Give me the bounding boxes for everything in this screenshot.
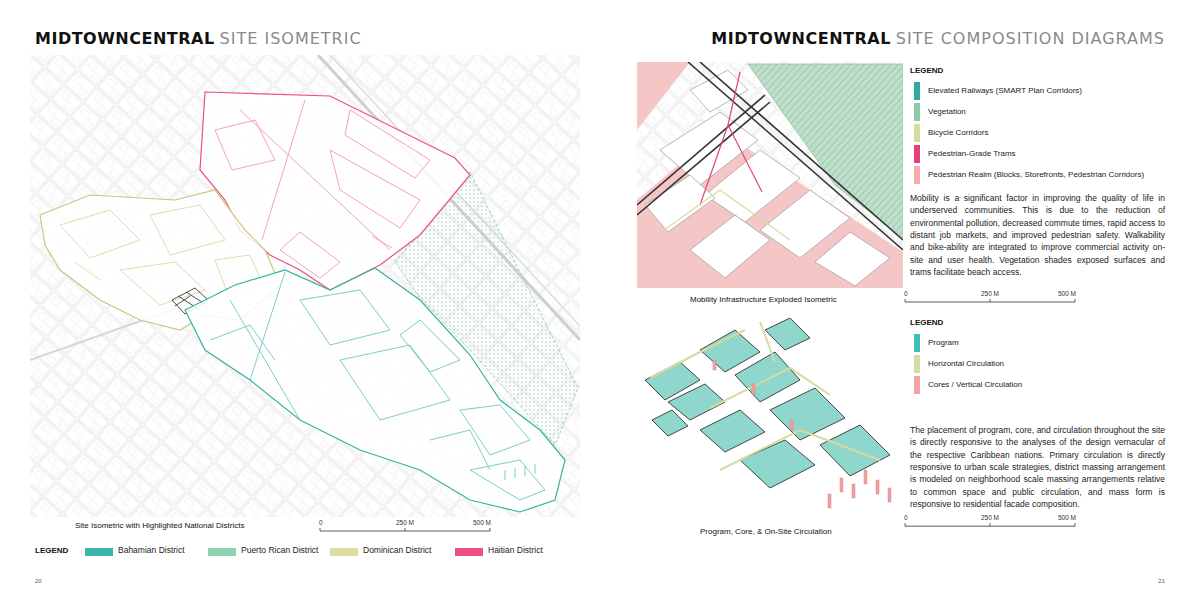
legend-swatch bbox=[914, 334, 920, 352]
page-title: MIDTOWNCENTRAL bbox=[711, 30, 891, 48]
mobility-isometric bbox=[637, 62, 903, 288]
scale-line bbox=[405, 528, 406, 531]
legend-swatch bbox=[208, 548, 236, 556]
page-number: 20 bbox=[35, 578, 42, 585]
body-text: The placement of program, core, and circ… bbox=[910, 424, 1165, 510]
legend-label: Cores / Vertical Circulation bbox=[928, 380, 1022, 389]
figure-caption: Program, Core, & On-Site Circulation bbox=[700, 527, 832, 536]
page-number: 21 bbox=[1158, 578, 1165, 585]
legend-label: Pedestrian-Grade Trams bbox=[928, 149, 1016, 158]
scale-label: 500 M bbox=[1058, 514, 1076, 521]
legend-label: Bicycle Corridors bbox=[928, 128, 988, 137]
legend-label: Pedestrian Realm (Blocks, Storefronts, P… bbox=[928, 170, 1144, 179]
legend-label: Puerto Rican District bbox=[241, 546, 318, 556]
legend-swatch bbox=[330, 548, 358, 556]
body-text: Mobility is a significant factor in impr… bbox=[910, 192, 1165, 278]
legend-heading: LEGEND bbox=[35, 546, 68, 555]
legend-swatch bbox=[914, 376, 920, 394]
legend-swatch bbox=[914, 124, 920, 142]
legend-label: Vegetation bbox=[928, 107, 966, 116]
legend-heading: LEGEND bbox=[910, 66, 943, 75]
scale-line bbox=[1075, 299, 1076, 302]
scale-line bbox=[990, 523, 991, 526]
scale-label: 0 bbox=[904, 290, 908, 297]
program-isometric bbox=[637, 312, 903, 518]
legend-label: Bahamian District bbox=[118, 546, 185, 556]
scale-line bbox=[1075, 523, 1076, 526]
site-isometric bbox=[30, 55, 580, 517]
legend-label: Elevated Railways (SMART Plan Corridors) bbox=[928, 86, 1082, 95]
legend-swatch bbox=[455, 548, 483, 556]
scale-line bbox=[490, 528, 491, 531]
legend-swatch bbox=[85, 548, 113, 556]
legend-label: Horizontal Circulation bbox=[928, 359, 1004, 368]
legend-label: Program bbox=[928, 338, 959, 347]
scale-line bbox=[990, 299, 991, 302]
scale-label: 250 M bbox=[981, 514, 999, 521]
scale-label: 500 M bbox=[473, 519, 491, 526]
scale-label: 250 M bbox=[396, 519, 414, 526]
legend-heading: LEGEND bbox=[910, 318, 943, 327]
scale-line bbox=[905, 299, 906, 302]
legend-label: Haitian District bbox=[488, 546, 543, 556]
legend-swatch bbox=[914, 355, 920, 373]
scale-line bbox=[905, 523, 906, 526]
scale-label: 250 M bbox=[981, 290, 999, 297]
scale-line bbox=[320, 528, 321, 531]
legend-swatch bbox=[914, 82, 920, 100]
figure-caption: Site Isometric with Highlighted National… bbox=[75, 521, 244, 530]
figure-caption: Mobility Infrastructure Exploded Isometr… bbox=[690, 295, 837, 304]
legend-swatch bbox=[914, 103, 920, 121]
legend-label: Dominican District bbox=[363, 546, 432, 556]
page-subtitle: SITE ISOMETRIC bbox=[220, 30, 362, 48]
page-title: MIDTOWNCENTRAL bbox=[35, 30, 215, 48]
legend-swatch bbox=[914, 166, 920, 184]
legend-swatch bbox=[914, 145, 920, 163]
page-subtitle: SITE COMPOSITION DIAGRAMS bbox=[896, 30, 1165, 48]
scale-label: 0 bbox=[904, 514, 908, 521]
scale-label: 500 M bbox=[1058, 290, 1076, 297]
scale-label: 0 bbox=[319, 519, 323, 526]
